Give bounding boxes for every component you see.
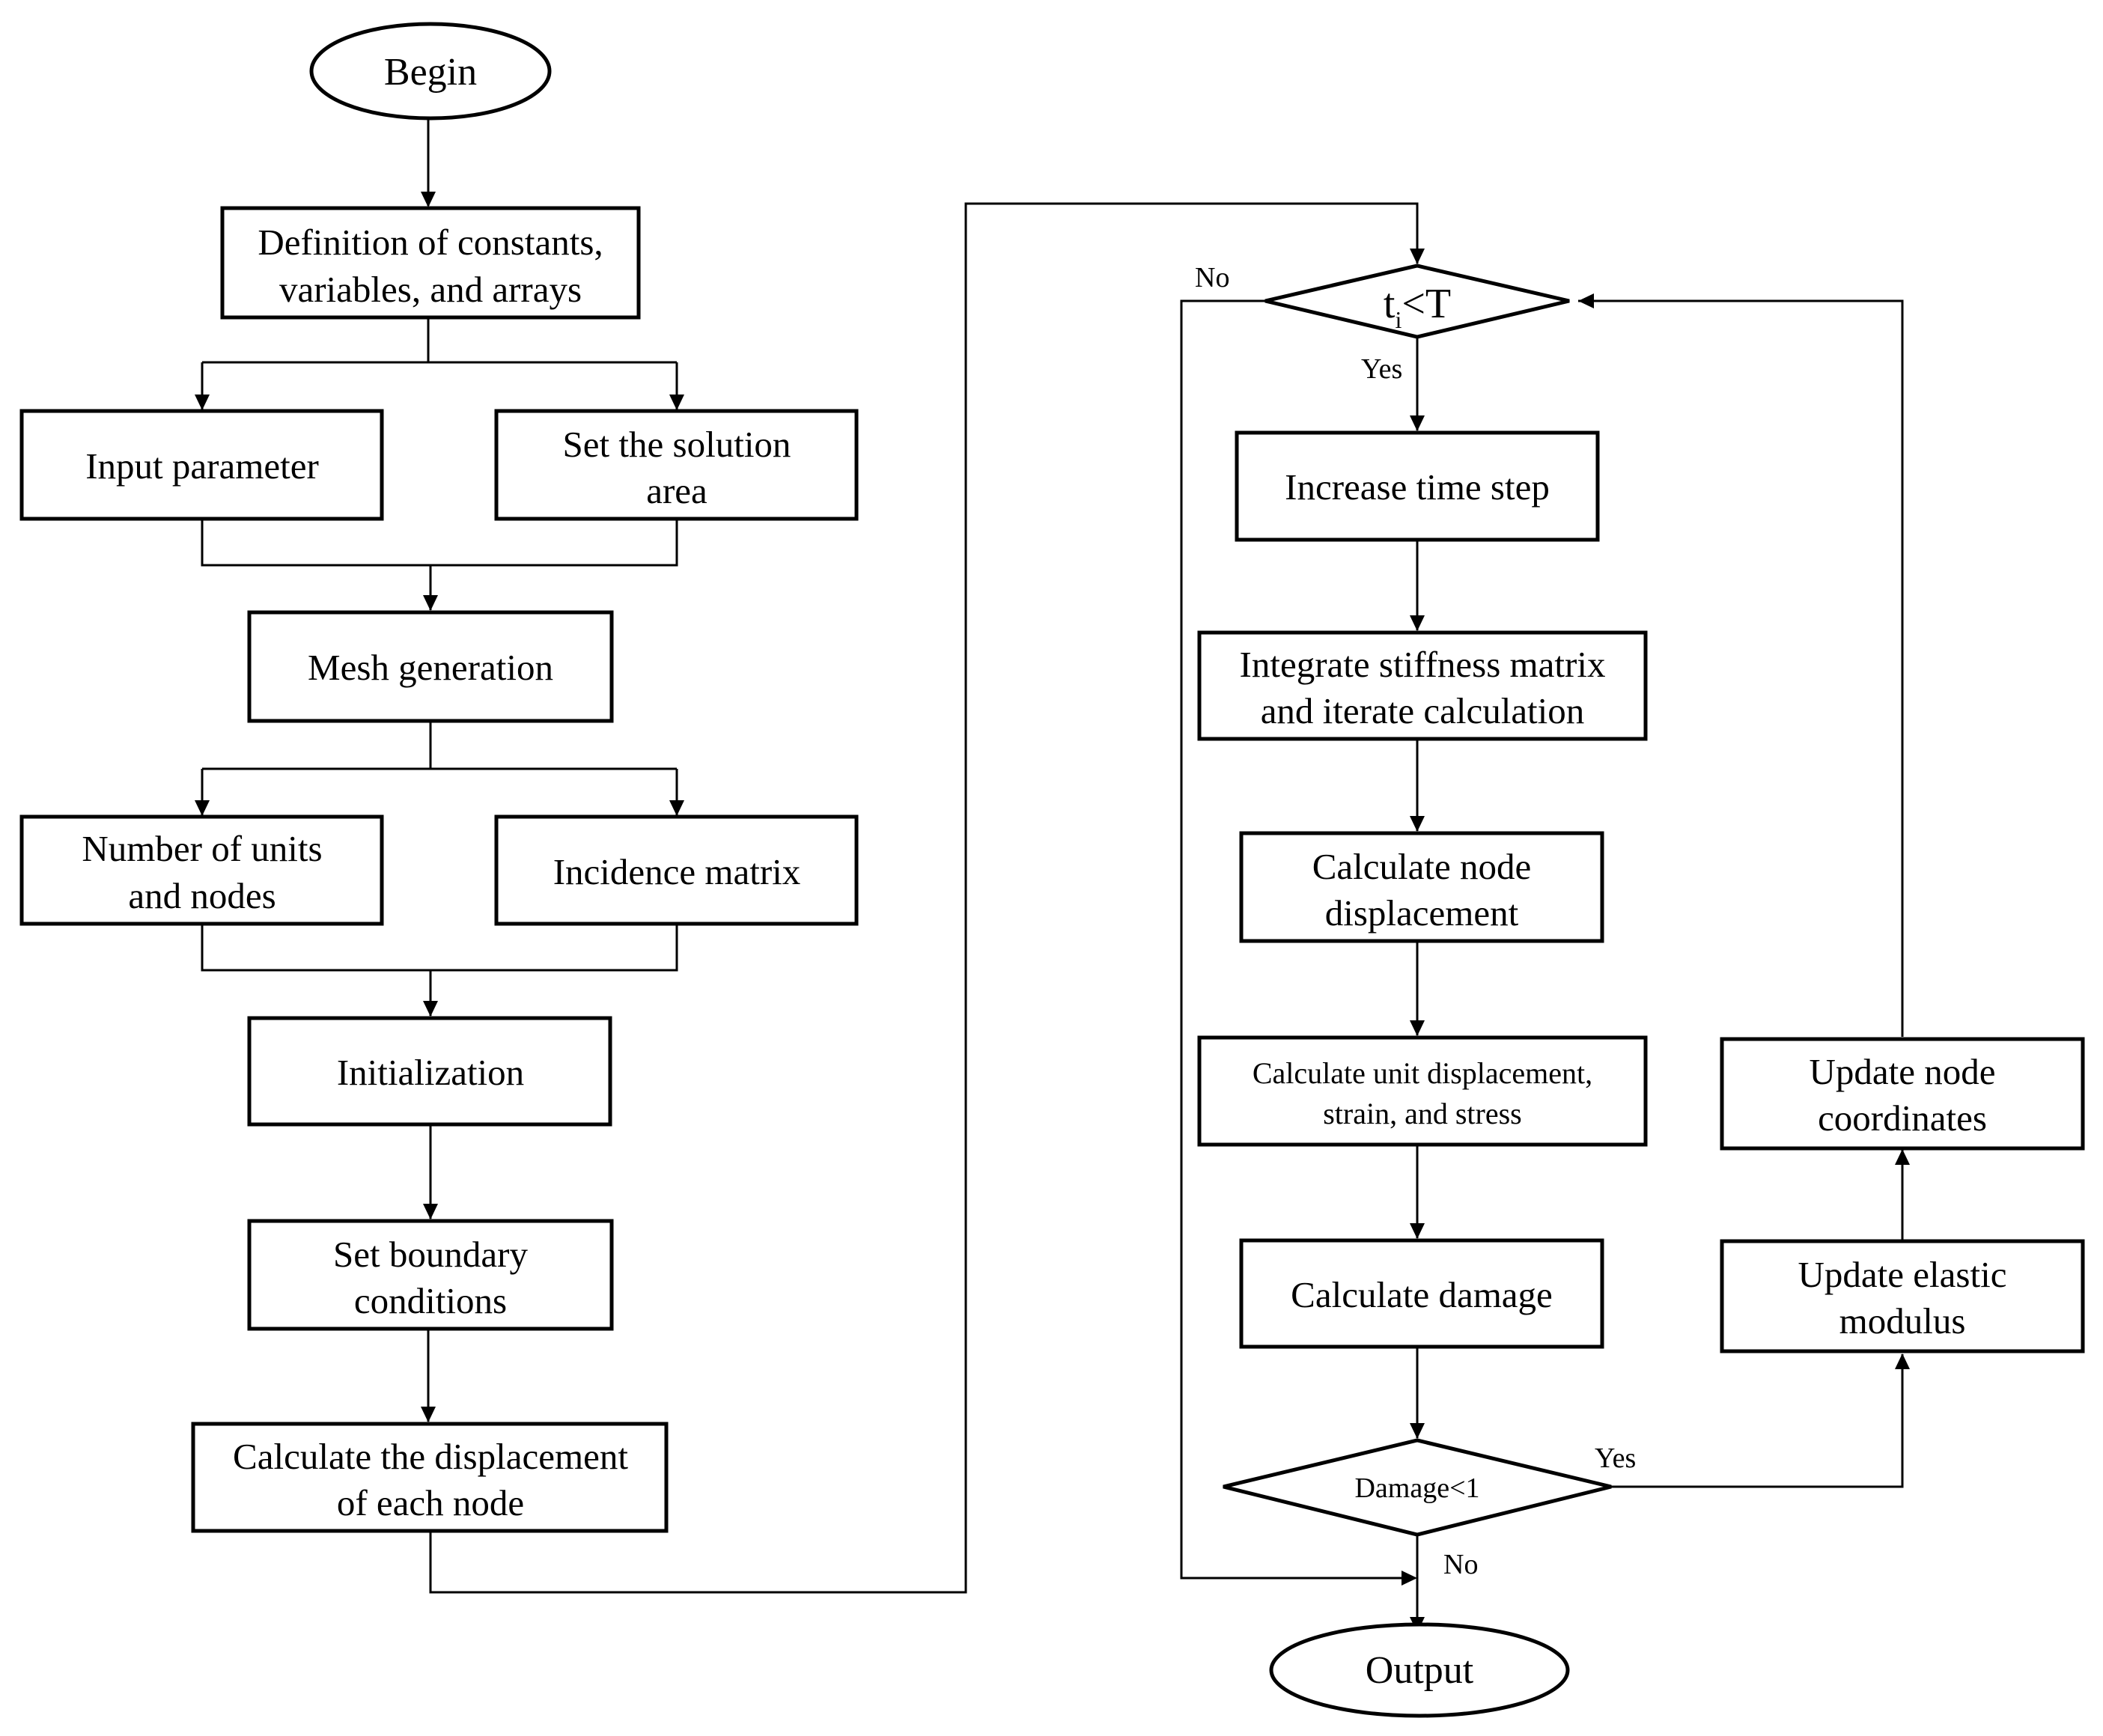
displacement-each-node-label-line2: of each node: [337, 1482, 524, 1523]
arrowhead: [1410, 1423, 1425, 1439]
damage-condition-diamond: Damage<1: [1223, 1438, 1612, 1537]
edge-merge-to-mesh: [201, 520, 678, 610]
integrate-stiffness-label-line2: and iterate calculation: [1261, 690, 1585, 731]
damage-no-label: No: [1443, 1549, 1478, 1580]
arrowhead: [1410, 415, 1425, 431]
units-nodes-label-line2: and nodes: [128, 875, 276, 916]
arrowhead: [1895, 1353, 1910, 1369]
time-yes-label: Yes: [1361, 353, 1402, 385]
arrowheads: [195, 192, 1910, 1633]
time-condition-diamond: ti<T: [1264, 264, 1570, 339]
integrate-stiffness-label-line1: Integrate stiffness matrix: [1240, 644, 1606, 685]
output-label: Output: [1366, 1649, 1474, 1692]
initialization-box: Initialization: [247, 1016, 612, 1127]
displacement-each-node-label-line1: Calculate the displacement: [233, 1436, 628, 1477]
incidence-matrix-label: Incidence matrix: [553, 851, 801, 892]
time-no-label: No: [1195, 262, 1229, 293]
boundary-conditions-label-line1: Set boundary: [333, 1234, 528, 1275]
solution-area-label-line1: Set the solution: [563, 424, 791, 465]
update-node-coordinates-label-line1: Update node: [1810, 1051, 1996, 1092]
arrowhead: [1410, 1020, 1425, 1036]
units-nodes-label-line1: Number of units: [82, 828, 322, 869]
mesh-generation-label: Mesh generation: [308, 647, 553, 688]
arrowhead: [669, 800, 684, 816]
calculate-damage-label: Calculate damage: [1291, 1274, 1553, 1315]
edge-time-no-to-output: [1180, 299, 1413, 1580]
solution-area-box: Set the solution area: [494, 409, 859, 521]
arrowhead: [423, 595, 438, 611]
input-parameter-label: Input parameter: [85, 445, 319, 487]
units-nodes-box: Number of units and nodes: [19, 814, 384, 926]
arrowhead: [1578, 293, 1594, 308]
update-elastic-modulus-label-line1: Update elastic: [1798, 1254, 2007, 1295]
begin-label: Begin: [384, 51, 477, 94]
update-elastic-modulus-label-line2: modulus: [1839, 1300, 1966, 1341]
arrowhead: [1402, 1571, 1417, 1586]
arrowhead: [423, 1204, 438, 1219]
begin-terminal: Begin: [309, 22, 552, 121]
damage-condition-label: Damage<1: [1354, 1472, 1479, 1504]
arrowhead: [669, 395, 684, 410]
unit-displacement-box: Calculate unit displacement, strain, and…: [1197, 1035, 1648, 1147]
definition-label-line2: variables, and arrays: [279, 269, 582, 310]
arrowhead: [421, 1407, 436, 1422]
arrowhead: [423, 1001, 438, 1017]
unit-displacement-label-line1: Calculate unit displacement,: [1253, 1056, 1592, 1090]
arrowhead: [1410, 816, 1425, 832]
update-node-coordinates-box: Update node coordinates: [1720, 1037, 2085, 1151]
solution-area-label-line2: area: [646, 470, 707, 511]
boundary-conditions-box: Set boundary conditions: [247, 1219, 614, 1331]
mesh-generation-box: Mesh generation: [247, 610, 614, 723]
edge-displacement-to-time-condition: [429, 202, 1419, 1594]
initialization-label: Initialization: [337, 1052, 524, 1093]
edges: [201, 120, 1904, 1632]
arrowhead: [1410, 249, 1425, 264]
increase-time-step-box: Increase time step: [1235, 430, 1600, 542]
node-displacement-label-line2: displacement: [1325, 892, 1519, 934]
node-displacement-box: Calculate node displacement: [1239, 831, 1604, 943]
input-parameter-box: Input parameter: [19, 409, 384, 521]
edge-coordinates-to-time-condition: [1578, 299, 1904, 1037]
edge-mesh-split: [202, 722, 677, 770]
damage-yes-label: Yes: [1595, 1443, 1636, 1474]
arrowhead: [195, 395, 210, 410]
arrowhead: [1410, 615, 1425, 631]
integrate-stiffness-box: Integrate stiffness matrix and iterate c…: [1197, 630, 1648, 741]
arrowhead: [421, 192, 436, 207]
increase-time-step-label: Increase time step: [1285, 466, 1550, 508]
unit-displacement-label-line2: strain, and stress: [1323, 1097, 1522, 1130]
arrowhead: [1410, 1223, 1425, 1239]
definition-box: Definition of constants, variables, and …: [220, 206, 641, 320]
calculate-damage-box: Calculate damage: [1239, 1238, 1604, 1349]
displacement-each-node-box: Calculate the displacement of each node: [191, 1422, 669, 1533]
arrowhead: [1895, 1149, 1910, 1165]
definition-label-line1: Definition of constants,: [258, 222, 603, 263]
update-elastic-modulus-box: Update elastic modulus: [1720, 1239, 2085, 1353]
boundary-conditions-label-line2: conditions: [354, 1280, 507, 1321]
node-displacement-label-line1: Calculate node: [1312, 846, 1532, 887]
edge-definition-split: [202, 318, 677, 364]
arrowhead: [195, 800, 210, 816]
incidence-matrix-box: Incidence matrix: [494, 814, 859, 926]
edge-merge-to-initialization: [201, 925, 678, 1016]
time-condition-label: ti<T: [1384, 281, 1451, 333]
update-node-coordinates-label-line2: coordinates: [1818, 1097, 1987, 1139]
output-terminal: Output: [1269, 1622, 1570, 1718]
edge-damage-yes-to-elastic: [1610, 1354, 1904, 1488]
